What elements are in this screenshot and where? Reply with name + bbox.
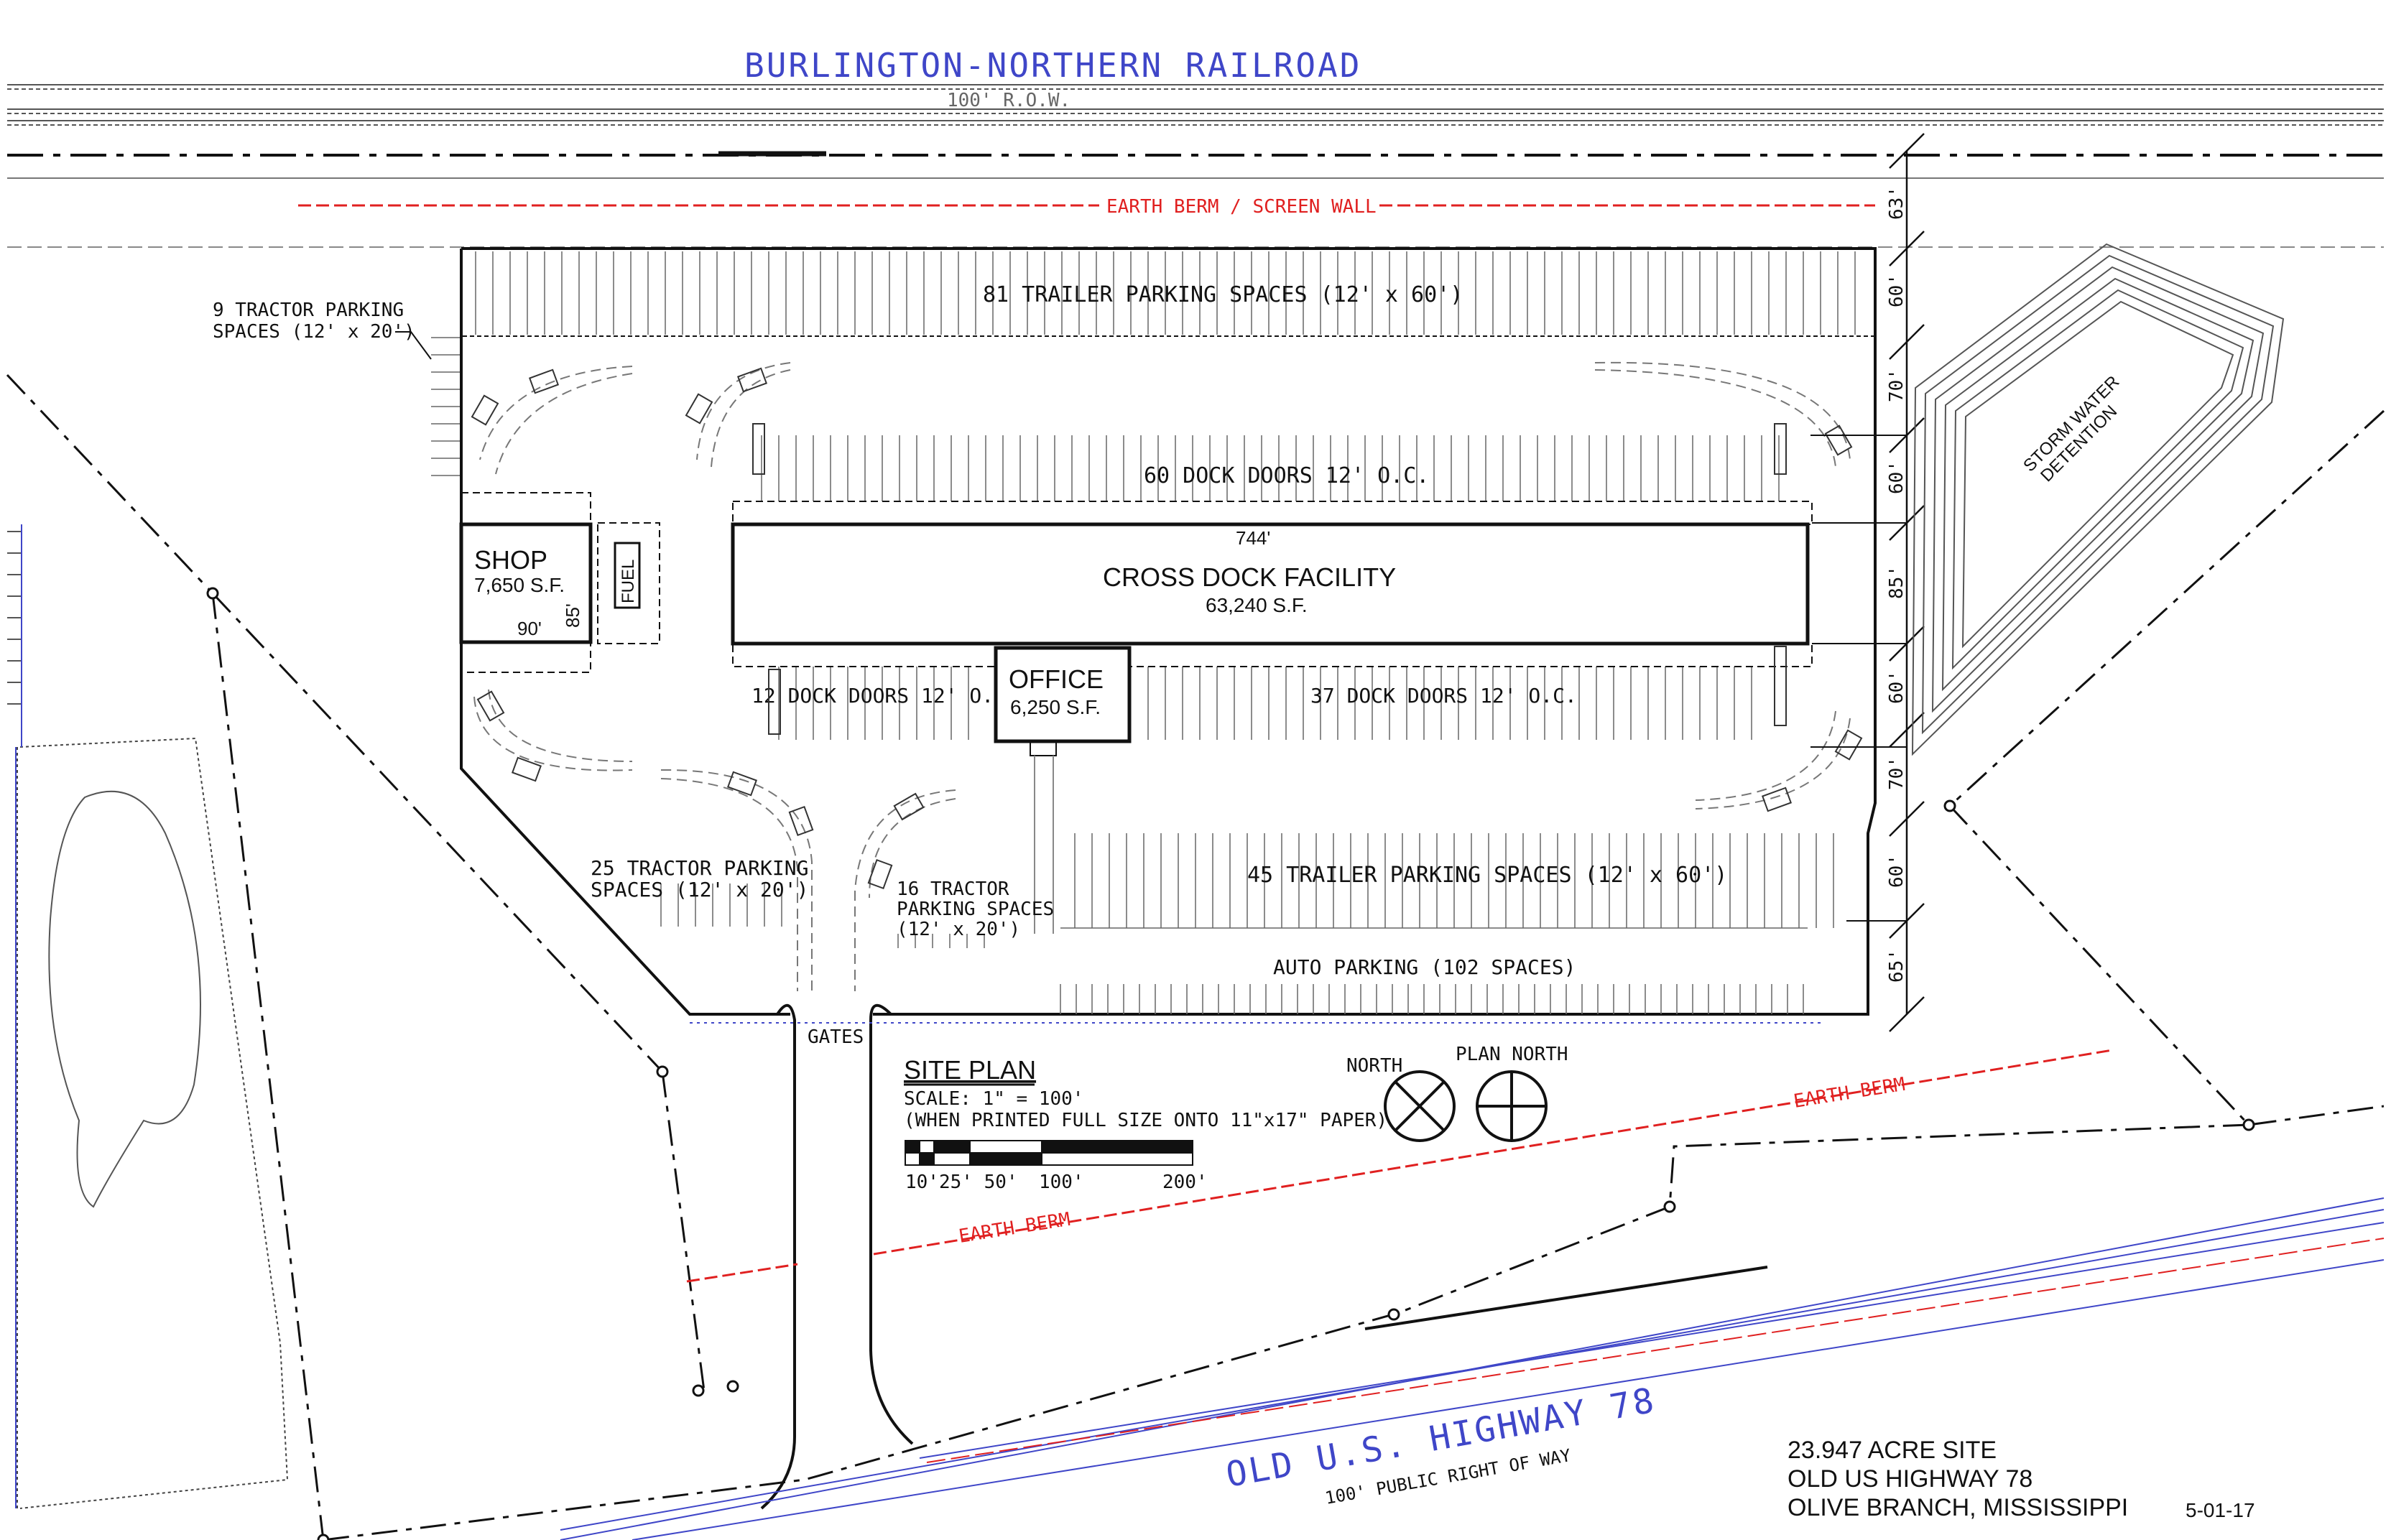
east-driveway: [869, 1004, 914, 1445]
fuel-island: [614, 542, 641, 609]
site-info-acreage: 23.947 ACRE SITE: [1788, 1437, 1997, 1464]
plan-north-arrow-icon: [1476, 1070, 1548, 1142]
shop-building: [459, 522, 593, 644]
site-plan-scale: SCALE: 1" = 100': [904, 1088, 1083, 1110]
truck-turn-paths: [473, 361, 1851, 991]
west-pond: [48, 790, 201, 1208]
dimension-string: [1810, 133, 1925, 1032]
dim-60-d: 60': [1886, 854, 1907, 888]
gates-label: GATES: [808, 1026, 864, 1048]
cross-dock-building: [731, 522, 1810, 646]
tractor-25-label-line1: 25 TRACTOR PARKING: [591, 856, 808, 880]
tractor-25-label-line2: SPACES (12' x 20'): [591, 878, 808, 901]
tractor-9-label-line1: 9 TRACTOR PARKING: [213, 300, 404, 321]
office-walkway-stub: [1030, 741, 1057, 756]
dock-doors-north-stalls: [761, 435, 1780, 501]
dock-doors-south-east-label: 37 DOCK DOORS 12' O.C.: [1310, 684, 1577, 708]
trailer-45-label: 45 TRAILER PARKING SPACES (12' x 60'): [1247, 863, 1727, 888]
tractor-9-leader: [395, 331, 432, 360]
plan-north-label: PLAN NORTH: [1456, 1044, 1568, 1065]
auto-parking-label: AUTO PARKING (102 SPACES): [1273, 955, 1576, 979]
drawing-date: 5-01-17: [2186, 1499, 2255, 1521]
west-parking-edge: [7, 524, 22, 1508]
scale-bar-label-1: 100': [1039, 1172, 1084, 1193]
truck-icons: [471, 367, 1863, 890]
end-caps: [752, 423, 1787, 735]
office-building: [994, 646, 1132, 743]
shop-name: SHOP: [474, 545, 547, 575]
auto-parking-stalls: [1060, 927, 1808, 1014]
scale-bar: [905, 1140, 1193, 1166]
dock-doors-north-label: 60 DOCK DOORS 12' O.C.: [1144, 463, 1429, 488]
dim-70-a: 70': [1886, 368, 1907, 402]
dim-60-a: 60': [1886, 274, 1907, 307]
fuel-island-pad: [597, 522, 660, 644]
shop-depth: 85': [562, 603, 583, 628]
scale-bar-label-0: 10'25' 50': [905, 1172, 1018, 1193]
site-plan-title: SITE PLAN: [904, 1055, 1036, 1085]
highway-lanes: [560, 1197, 2385, 1540]
dim-63: 63': [1886, 186, 1907, 220]
tractor-16-label-line2: PARKING SPACES: [897, 899, 1054, 920]
shop-area: 7,650 S.F.: [474, 574, 565, 596]
facility-area: 63,240 S.F.: [1206, 594, 1308, 616]
tractor-25-stalls: [660, 883, 782, 927]
dim-85: 85': [1886, 565, 1907, 599]
fuel-label: FUEL: [619, 560, 638, 603]
south-berm-east: [873, 1049, 2113, 1256]
property-lines: [6, 374, 2385, 1540]
site-plan-note: (WHEN PRINTED FULL SIZE ONTO 11"x17" PAP…: [904, 1110, 1387, 1131]
trailer-81-label: 81 TRAILER PARKING SPACES (12' x 60'): [983, 282, 1463, 307]
north-berm-label: EARTH BERM / SCREEN WALL: [1106, 196, 1377, 218]
tractor-9-stalls: [431, 337, 460, 476]
facility-length: 744': [1236, 527, 1270, 549]
scale-bar-label-2: 200': [1162, 1172, 1208, 1193]
railroad-tracks: [7, 84, 2384, 126]
dim-65: 65': [1886, 949, 1907, 983]
railroad-title: BURLINGTON-NORTHERN RAILROAD: [744, 46, 1361, 85]
office-name: OFFICE: [1009, 664, 1104, 694]
dock-doors-south-west-label: 12 DOCK DOORS 12' O.C.: [751, 684, 1018, 708]
utility-poles: [206, 587, 2255, 1540]
storm-water-pond: [1911, 243, 2285, 756]
north-arrow-icon: [1384, 1070, 1456, 1142]
facility-name: CROSS DOCK FACILITY: [1103, 562, 1396, 592]
trailer-stalls-north: [461, 248, 1876, 337]
fence-line-west: [17, 737, 289, 1509]
south-berm-west: [686, 1263, 798, 1283]
railroad-row-label: 100' R.O.W.: [947, 90, 1070, 111]
dim-60-b: 60': [1886, 460, 1907, 494]
dock-doors-south-stalls: [778, 667, 1752, 740]
north-label: NORTH: [1346, 1055, 1402, 1077]
tractor-16-label-line1: 16 TRACTOR: [897, 878, 1009, 900]
tractor-16-label-line3: (12' x 20'): [897, 919, 1020, 940]
tractor-16-stalls: [897, 934, 985, 948]
dim-70-b: 70': [1886, 756, 1907, 790]
site-info-road: OLD US HIGHWAY 78: [1788, 1465, 2032, 1493]
tractor-9-label-line2: SPACES (12' x 20'): [213, 321, 415, 343]
office-area: 6,250 S.F.: [1010, 696, 1101, 718]
trailer-stalls-south: [1074, 833, 1834, 928]
shop-width: 90': [517, 618, 542, 639]
dim-60-c: 60': [1886, 670, 1907, 704]
site-info-city: OLIVE BRANCH, MISSISSIPPI: [1788, 1494, 2128, 1521]
